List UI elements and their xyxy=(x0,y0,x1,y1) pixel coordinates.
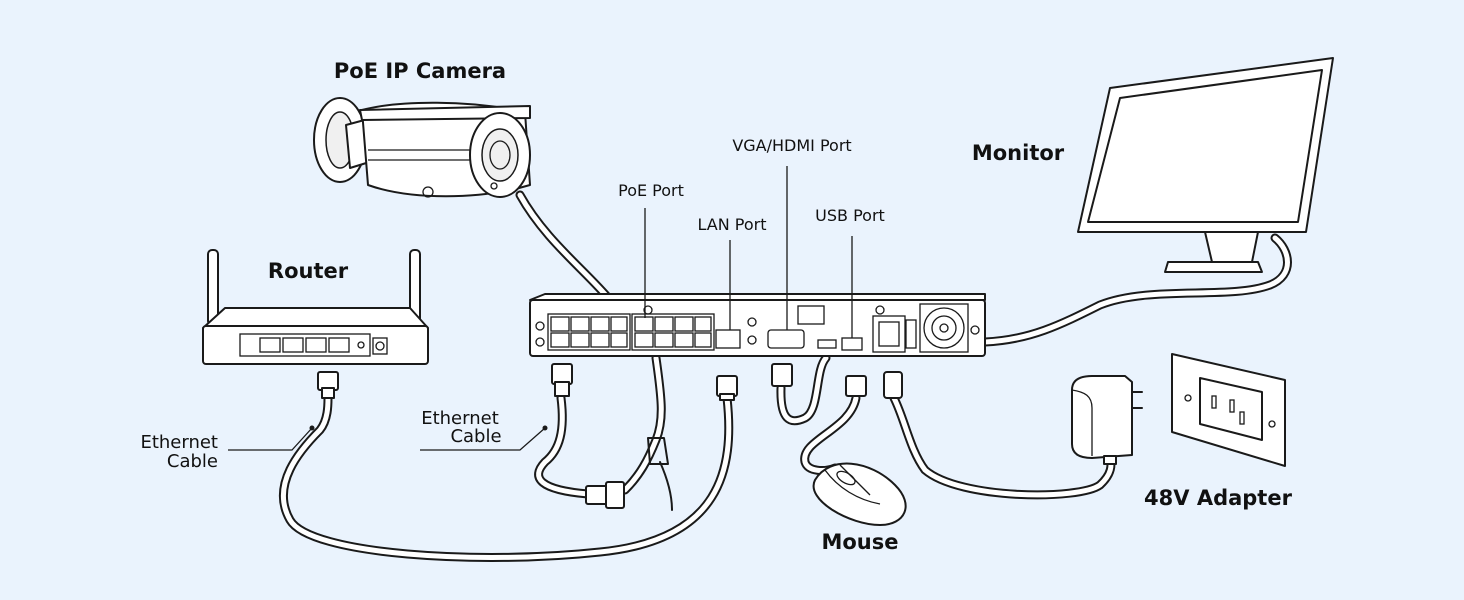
camera-to-nvr-cable xyxy=(515,190,615,305)
poe-ports xyxy=(547,313,715,351)
power-cable xyxy=(889,393,1116,500)
lan-port-label: LAN Port xyxy=(698,215,767,234)
power-inlet xyxy=(872,315,906,353)
wall-outlet-icon xyxy=(1171,353,1286,467)
fan xyxy=(919,303,969,353)
power-adapter-icon xyxy=(1071,375,1143,465)
usb-plug xyxy=(845,375,867,397)
mouse-label: Mouse xyxy=(821,530,898,554)
monitor-cable xyxy=(980,233,1292,347)
camera-icon xyxy=(313,97,531,198)
nvr-plugs xyxy=(551,363,903,401)
poe-rj45-plug xyxy=(551,363,573,397)
adapter-label: 48V Adapter xyxy=(1144,486,1293,510)
ethernet-cable-mid-label-line1: Ethernet xyxy=(421,408,499,429)
ethernet-cable-left-label-line2: Cable xyxy=(167,451,218,472)
hdmi-cable xyxy=(776,353,831,426)
lan-port xyxy=(715,329,741,349)
hdmi-plug xyxy=(771,363,793,387)
port-callouts xyxy=(644,166,853,338)
lan-ethernet-cable xyxy=(279,393,734,562)
lan-rj45-plug xyxy=(716,375,738,401)
poe-port-label: PoE Port xyxy=(618,181,684,200)
camera-label: PoE IP Camera xyxy=(334,59,506,83)
cables xyxy=(279,190,1292,562)
router-icon xyxy=(202,249,429,365)
router-rj45-plug xyxy=(317,371,339,399)
nvr-icon xyxy=(529,293,986,357)
power-plug xyxy=(883,371,903,399)
poe-ethernet-cable xyxy=(534,393,625,509)
monitor-icon xyxy=(1077,57,1334,273)
rj45-coupler xyxy=(585,485,609,505)
ethernet-cable-left-label-line1: Ethernet xyxy=(140,432,218,453)
camera-pigtail-cable xyxy=(620,353,673,511)
monitor-label: Monitor xyxy=(972,141,1065,165)
router-label: Router xyxy=(268,259,349,283)
vga-port xyxy=(767,329,805,349)
cable-callouts xyxy=(228,425,548,451)
router-ports xyxy=(259,337,350,353)
vga-hdmi-port-label: VGA/HDMI Port xyxy=(732,136,851,155)
ethernet-cable-mid-label-line2: Cable xyxy=(450,426,501,447)
usb-port-label: USB Port xyxy=(815,206,885,225)
mouse-icon xyxy=(812,462,907,526)
